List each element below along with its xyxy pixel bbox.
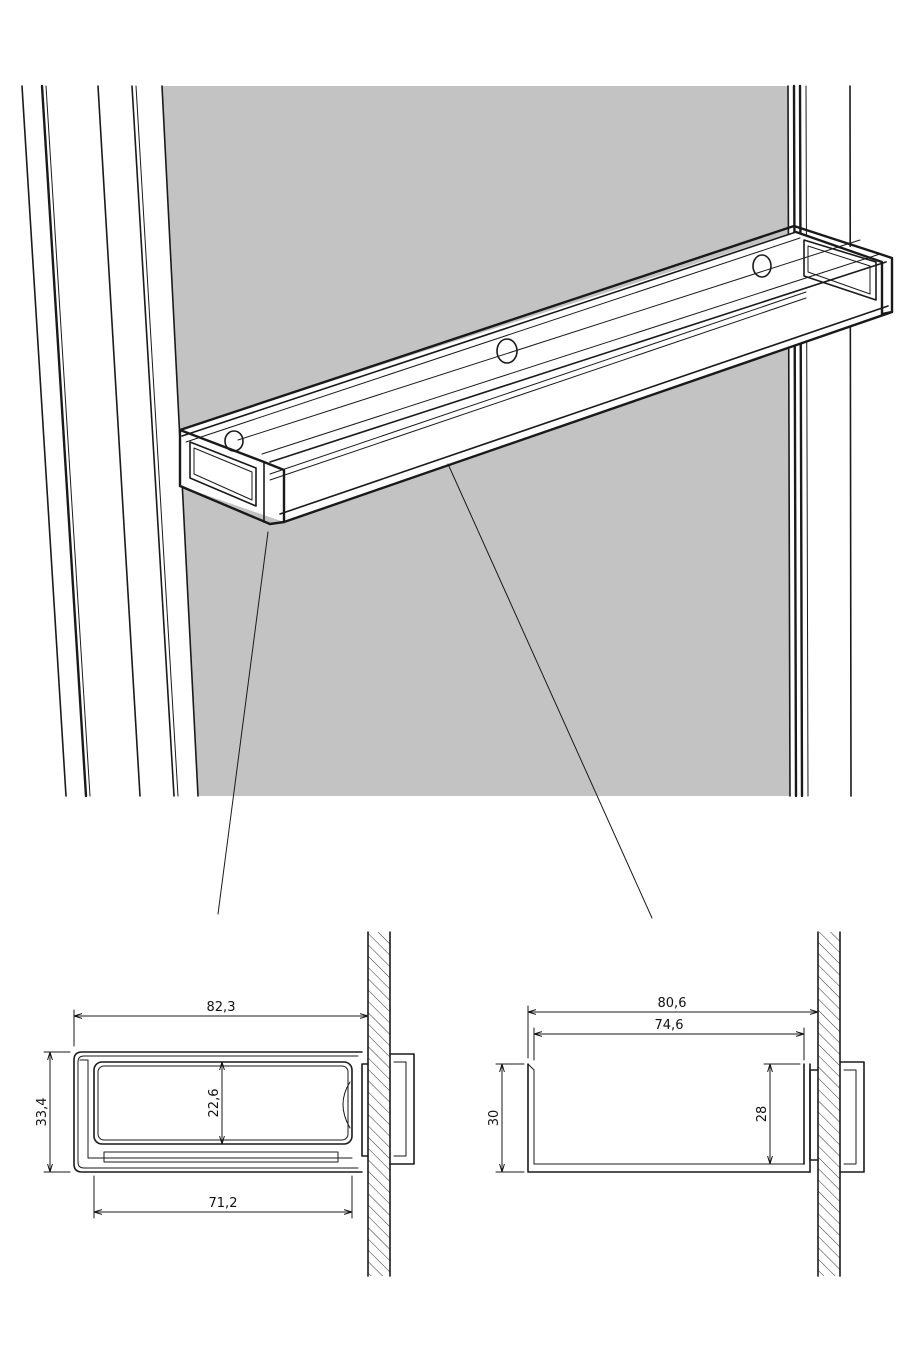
- leader-line-left: [217, 531, 269, 915]
- section-left: 82,3 33,4 22,6 71,2: [35, 931, 415, 1277]
- screw-hole: [752, 254, 772, 278]
- dim-height-inner: 28: [755, 1106, 770, 1123]
- towel-rail: [178, 224, 894, 526]
- dim-width-outer: 80,6: [658, 996, 687, 1011]
- screw-hole: [224, 430, 244, 452]
- dim-height-outer: 30: [487, 1110, 502, 1127]
- wall-hatch-left: [368, 932, 390, 1276]
- dim-height-inner: 22,6: [207, 1089, 222, 1118]
- wall-hatch-right: [818, 932, 840, 1276]
- screw-hole: [496, 338, 518, 364]
- door-frame-right: [787, 84, 852, 798]
- dim-width-inner: 74,6: [655, 1018, 684, 1033]
- perspective-view: [21, 84, 894, 919]
- section-right: 80,6 74,6 30 28: [487, 931, 865, 1277]
- dim-width-outer: 82,3: [207, 1000, 236, 1015]
- door-frame-left: [21, 84, 199, 798]
- dim-width-inner: 71,2: [209, 1196, 238, 1211]
- dim-height-outer: 33,4: [35, 1098, 50, 1127]
- leader-line-right: [447, 463, 653, 919]
